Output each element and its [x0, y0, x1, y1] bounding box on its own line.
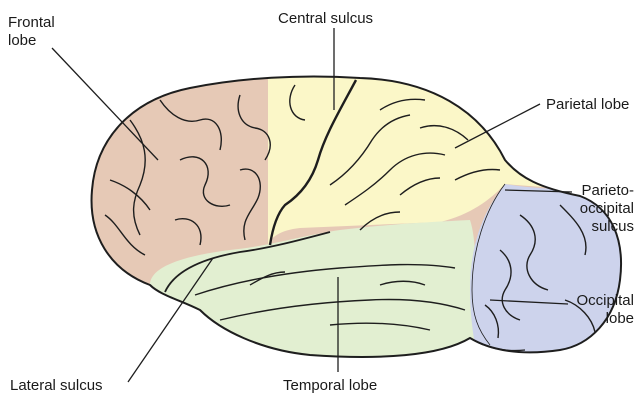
- label-lateral-sulcus: Lateral sulcus: [10, 377, 103, 395]
- label-parieto-occipital-line2: occipital: [560, 200, 634, 218]
- label-temporal-lobe: Temporal lobe: [283, 377, 377, 395]
- label-occipital-line2: lobe: [560, 310, 634, 328]
- label-temporal-lobe-text: Temporal lobe: [283, 377, 377, 394]
- label-parietal-lobe-text: Parietal lobe: [546, 96, 629, 113]
- label-parieto-occipital: Parieto- occipital sulcus: [560, 182, 634, 236]
- label-central-sulcus: Central sulcus: [278, 10, 373, 28]
- leader-frontal: [52, 48, 158, 160]
- label-lateral-sulcus-text: Lateral sulcus: [10, 377, 103, 394]
- label-frontal-line1: Frontal: [8, 14, 55, 32]
- label-central-sulcus-text: Central sulcus: [278, 10, 373, 27]
- label-parietal-lobe: Parietal lobe: [546, 96, 629, 114]
- label-parieto-occipital-line1: Parieto-: [560, 182, 634, 200]
- label-parieto-occipital-line3: sulcus: [560, 218, 634, 236]
- label-frontal-line2: lobe: [8, 32, 55, 50]
- label-occipital-lobe: Occipital lobe: [560, 292, 634, 328]
- label-occipital-line1: Occipital: [560, 292, 634, 310]
- label-frontal: Frontal lobe: [8, 14, 55, 50]
